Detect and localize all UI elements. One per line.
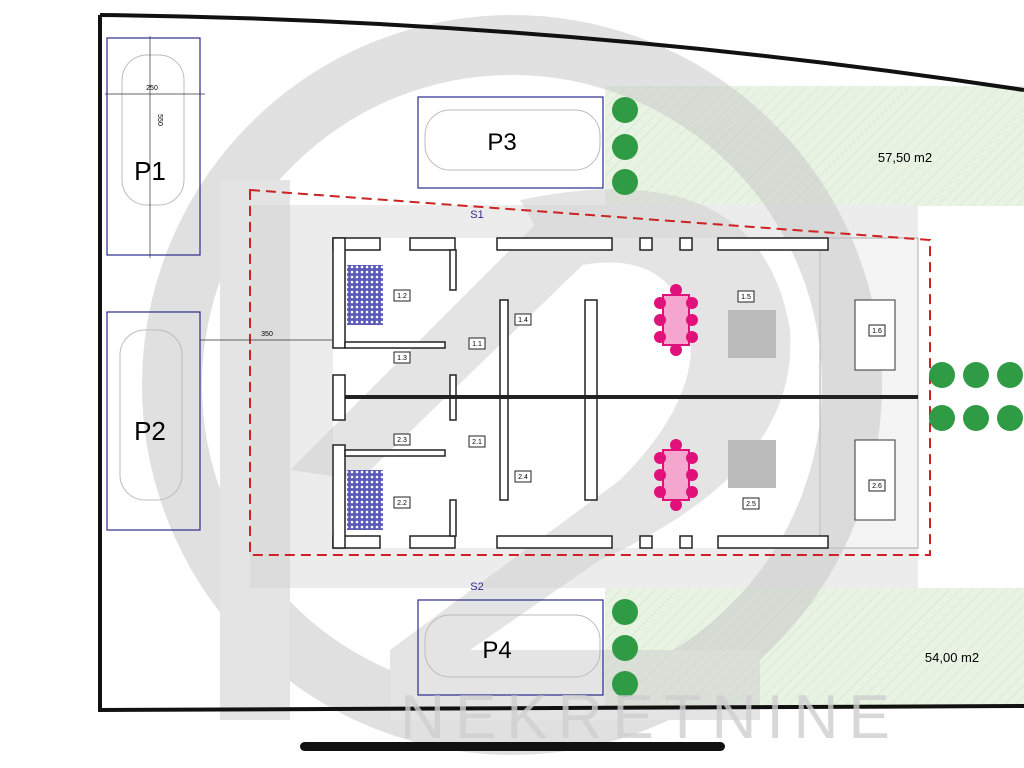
kitchen-island-unit1 xyxy=(728,310,776,358)
dimension-offset: 350 xyxy=(261,331,273,338)
room-1-2: 1.2 xyxy=(397,293,407,300)
home-indicator xyxy=(300,742,725,751)
parking-label-p4: P4 xyxy=(482,637,511,664)
dining-table-unit2 xyxy=(654,439,698,511)
room-1-4: 1.4 xyxy=(518,317,528,324)
bed-unit1 xyxy=(347,265,383,325)
room-1-5: 1.5 xyxy=(741,294,751,301)
dimension-length: 550 xyxy=(156,114,163,126)
dimension-width: 250 xyxy=(146,85,158,92)
room-2-5: 2.5 xyxy=(746,501,756,508)
room-2-3: 2.3 xyxy=(397,437,407,444)
kitchen-island-unit2 xyxy=(728,440,776,488)
parking-p4 xyxy=(417,599,604,696)
lot-boundary-top xyxy=(99,13,1024,92)
bed-unit2 xyxy=(347,470,383,530)
dining-table-unit1 xyxy=(654,284,698,356)
hedge-trees xyxy=(612,97,1023,697)
garden-area-bottom: 54,00 m2 xyxy=(925,650,979,665)
room-1-6: 1.6 xyxy=(872,328,882,335)
watermark-text: NEKRETNINE xyxy=(400,683,900,752)
entrance-s1: S1 xyxy=(470,209,483,221)
room-1-3: 1.3 xyxy=(397,355,407,362)
room-1-1: 1.1 xyxy=(472,341,482,348)
garden-area-top: 57,50 m2 xyxy=(878,150,932,165)
parking-label-p1: P1 xyxy=(134,156,166,186)
entrance-s2: S2 xyxy=(470,581,483,593)
room-2-4: 2.4 xyxy=(518,474,528,481)
room-2-6: 2.6 xyxy=(872,483,882,490)
room-2-1: 2.1 xyxy=(472,439,482,446)
building-line-dashed xyxy=(249,188,931,556)
parking-p2 xyxy=(106,311,335,531)
parking-label-p2: P2 xyxy=(134,416,166,446)
parking-label-p3: P3 xyxy=(487,129,516,156)
parking-p3 xyxy=(417,96,604,189)
lot-boundary-bottom xyxy=(97,704,1024,712)
room-labels: 1.2 1.3 1.1 1.4 1.5 1.6 2.3 2.1 2.2 2.4 … xyxy=(393,289,886,510)
parking-p1 xyxy=(105,36,205,258)
room-2-2: 2.2 xyxy=(397,500,407,507)
